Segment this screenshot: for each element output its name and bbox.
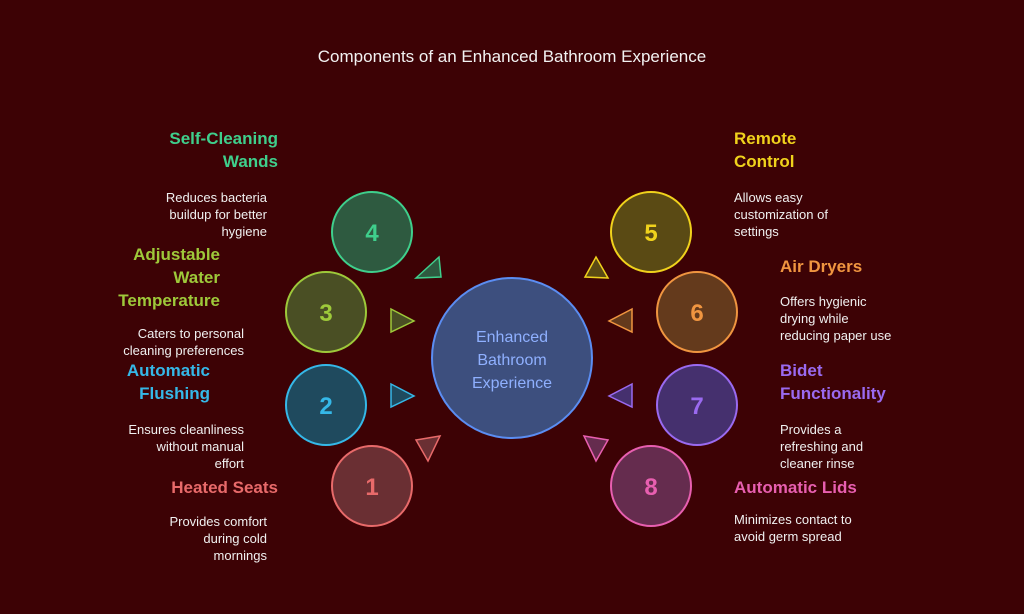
heading-line: Functionality [780,384,886,403]
item-6-heading: Air Dryers [780,255,980,278]
item-1-heading: Heated Seats [78,476,278,499]
heading-line: Self-Cleaning [169,129,278,148]
description-line: Provides comfort [169,514,267,529]
node-number: 2 [319,393,332,420]
node-number: 6 [690,300,703,327]
heading-line: Automatic Lids [734,478,857,497]
arrow-8-icon [582,435,610,463]
node-4: 4 [331,191,413,273]
description-line: effort [214,456,244,471]
item-4-description: Reduces bacteria buildup for better hygi… [67,189,267,240]
node-number: 4 [365,220,379,247]
heading-line: Adjustable [133,245,220,264]
heading-line: Control [734,152,795,171]
item-5-heading: Remote Control [734,127,934,173]
arrow-2-icon [390,382,416,409]
item-5-description: Allows easy customization of settings [734,189,934,240]
item-2-heading: Automatic Flushing [10,359,210,405]
heading-line: Remote [734,129,797,148]
item-2-description: Ensures cleanliness without manual effor… [44,421,244,472]
node-number: 3 [319,300,332,327]
description-line: Caters to personal [137,326,244,341]
node-number: 8 [644,474,657,501]
arrow-6-icon [607,307,633,334]
node-number: 5 [644,220,657,247]
description-line: avoid germ spread [734,529,842,544]
item-4-heading: Self-Cleaning Wands [78,127,278,173]
node-6: 6 [656,271,738,353]
description-line: Ensures cleanliness [128,422,244,437]
node-number: 7 [690,393,703,420]
diagram-title: Components of an Enhanced Bathroom Exper… [317,47,707,66]
item-7-heading: Bidet Functionality [780,359,980,405]
node-2: 2 [285,364,367,446]
node-number: 1 [365,474,378,501]
node-8: 8 [610,445,692,527]
node-1: 1 [331,445,413,527]
node-7: 7 [656,364,738,446]
description-line: drying while [780,311,849,326]
item-3-heading: Adjustable Water Temperature [20,243,220,312]
item-7-description: Provides a refreshing and cleaner rinse [780,421,980,472]
description-line: Minimizes contact to [734,512,852,527]
heading-line: Wands [222,152,278,171]
center-label-line1: Enhanced [476,329,548,346]
description-line: reducing paper use [780,328,892,343]
description-line: Provides a [780,422,842,437]
description-line: cleaning preferences [123,343,244,358]
description-line: mornings [213,548,267,563]
description-line: cleaner rinse [780,456,855,471]
heading-line: Temperature [118,291,220,310]
description-line: during cold [203,531,267,546]
description-line: refreshing and [780,439,864,454]
description-line: hygiene [221,224,267,239]
description-line: without manual [156,439,244,454]
arrow-3-icon [390,307,416,334]
node-5: 5 [610,191,692,273]
description-line: customization of [734,207,828,222]
center-label-line3: Experience [472,375,552,392]
heading-line: Bidet [780,361,823,380]
item-3-description: Caters to personal cleaning preferences [44,325,244,359]
heading-line: Water [173,268,220,287]
center-node: Enhanced Bathroom Experience [431,277,593,439]
heading-line: Automatic [126,361,210,380]
item-8-heading: Automatic Lids [734,476,934,499]
arrow-7-icon [607,382,633,409]
description-line: Reduces bacteria [165,190,267,205]
description-line: Allows easy [734,190,803,205]
heading-line: Heated Seats [171,478,278,497]
description-line: buildup for better [169,207,267,222]
item-8-description: Minimizes contact to avoid germ spread [734,511,934,545]
arrow-1-icon [414,435,442,463]
item-6-description: Offers hygienic drying while reducing pa… [780,293,980,344]
item-1-description: Provides comfort during cold mornings [67,513,267,564]
node-3: 3 [285,271,367,353]
description-line: settings [734,224,779,239]
heading-line: Air Dryers [780,257,863,276]
description-line: Offers hygienic [780,294,867,309]
arrow-5-icon [583,255,610,279]
center-label-line2: Bathroom [477,352,546,369]
arrow-4-icon [413,255,442,279]
heading-line: Flushing [139,384,210,403]
